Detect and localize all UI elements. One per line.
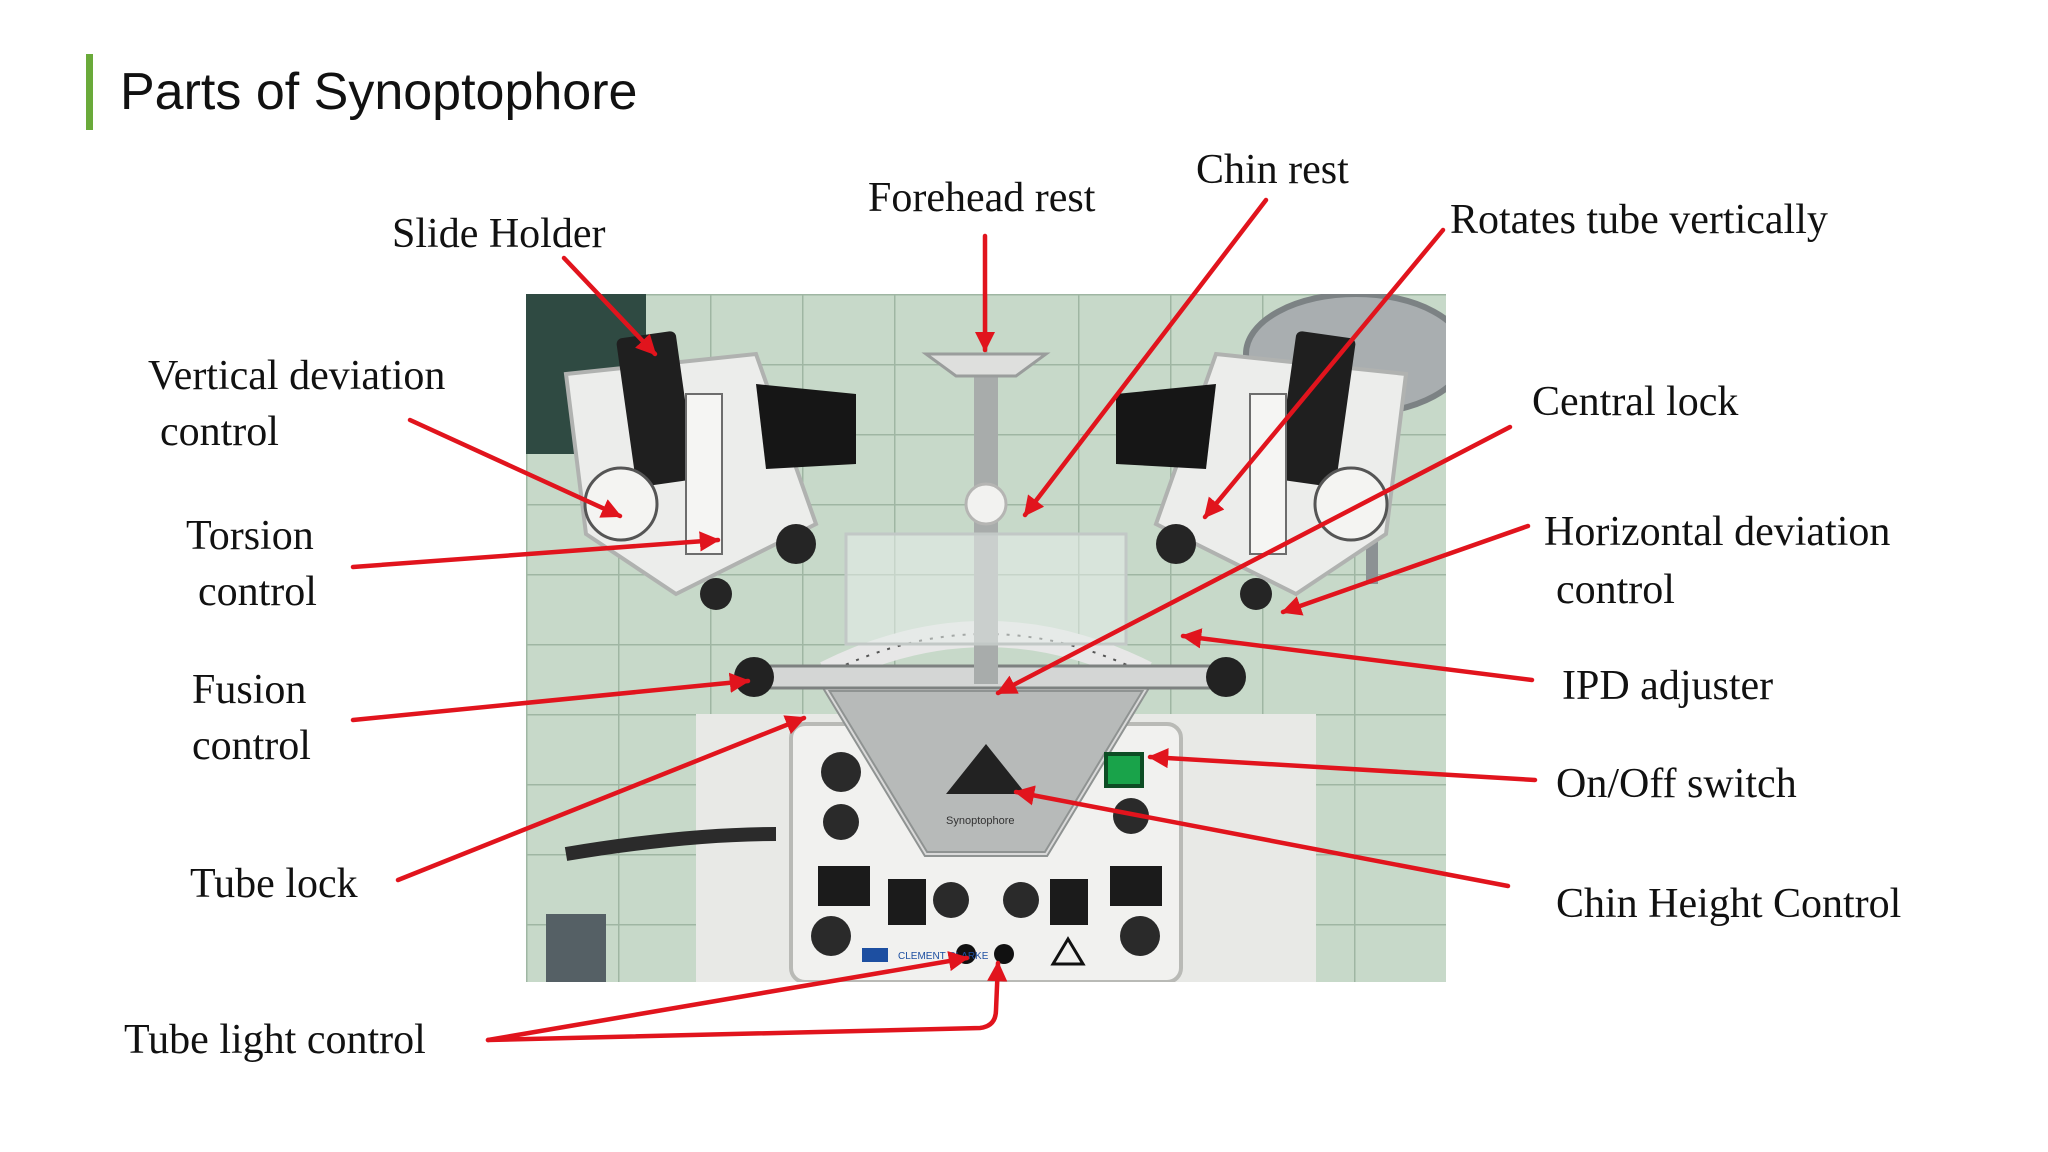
console-knob bbox=[823, 804, 859, 840]
arrow-chin-height-control bbox=[1013, 785, 1511, 889]
label-chin-height-control: Chin Height Control bbox=[1556, 881, 1902, 927]
arrow-tube-light-2 bbox=[485, 960, 1008, 1043]
title-accent-bar bbox=[86, 54, 93, 130]
maker-text: CLEMENT CLARKE bbox=[898, 951, 989, 962]
label-horizontal-deviation-1: Horizontal deviation bbox=[1544, 509, 1891, 555]
label-tube-light-control: Tube light control bbox=[124, 1017, 426, 1063]
left-scale bbox=[685, 393, 723, 555]
right-slide-holder bbox=[1276, 331, 1356, 487]
label-rotates-tube-vertically: Rotates tube vertically bbox=[1450, 197, 1828, 243]
power-cable bbox=[564, 827, 777, 861]
label-slide-holder: Slide Holder bbox=[392, 211, 606, 257]
label-vertical-deviation-2: control bbox=[160, 409, 279, 455]
chin-rest-ball bbox=[964, 482, 1008, 526]
forehead-pad bbox=[921, 352, 1051, 378]
label-fusion-1: Fusion bbox=[192, 667, 307, 713]
right-dial bbox=[1313, 466, 1389, 542]
slide-title: Parts of Synoptophore bbox=[120, 63, 638, 121]
label-fusion-2: control bbox=[192, 723, 311, 769]
arrow-tube-light-1 bbox=[485, 951, 970, 1043]
arrow-on-off-switch bbox=[1147, 747, 1538, 783]
label-chin-rest: Chin rest bbox=[1196, 147, 1349, 193]
left-eyepiece bbox=[756, 384, 856, 469]
arrow-vertical-deviation bbox=[407, 417, 623, 519]
label-vertical-deviation-1: Vertical deviation bbox=[148, 353, 446, 399]
left-slide-holder bbox=[616, 331, 696, 487]
arrow-chin-rest bbox=[1022, 197, 1269, 518]
arrow-tube-lock bbox=[395, 715, 807, 883]
tube-light-socket bbox=[994, 944, 1014, 964]
arrow-rotates-tube-vertically bbox=[1202, 227, 1446, 520]
brand-panel-text: Synoptophore bbox=[946, 815, 1015, 827]
label-forehead-rest: Forehead rest bbox=[868, 175, 1096, 221]
arrow-ipd-adjuster bbox=[1180, 628, 1535, 683]
label-horizontal-deviation-2: control bbox=[1556, 567, 1675, 613]
arrow-torsion bbox=[350, 531, 721, 570]
on-off-switch bbox=[1104, 752, 1144, 788]
chin-height-knob bbox=[946, 744, 1026, 794]
right-eyepiece bbox=[1116, 384, 1216, 469]
label-tube-lock: Tube lock bbox=[190, 861, 358, 907]
arrow-slide-holder bbox=[561, 255, 658, 357]
label-on-off-switch: On/Off switch bbox=[1556, 761, 1797, 807]
label-central-lock: Central lock bbox=[1532, 379, 1739, 425]
label-ipd-adjuster: IPD adjuster bbox=[1562, 663, 1774, 709]
right-scale bbox=[1249, 393, 1287, 555]
arrow-central-lock bbox=[995, 424, 1513, 696]
face-shield bbox=[844, 532, 1128, 646]
label-torsion-2: control bbox=[198, 569, 317, 615]
arrow-horizontal-deviation bbox=[1280, 523, 1531, 616]
console-knob bbox=[821, 752, 861, 792]
label-torsion-1: Torsion bbox=[186, 513, 314, 559]
arrow-fusion bbox=[350, 672, 751, 723]
